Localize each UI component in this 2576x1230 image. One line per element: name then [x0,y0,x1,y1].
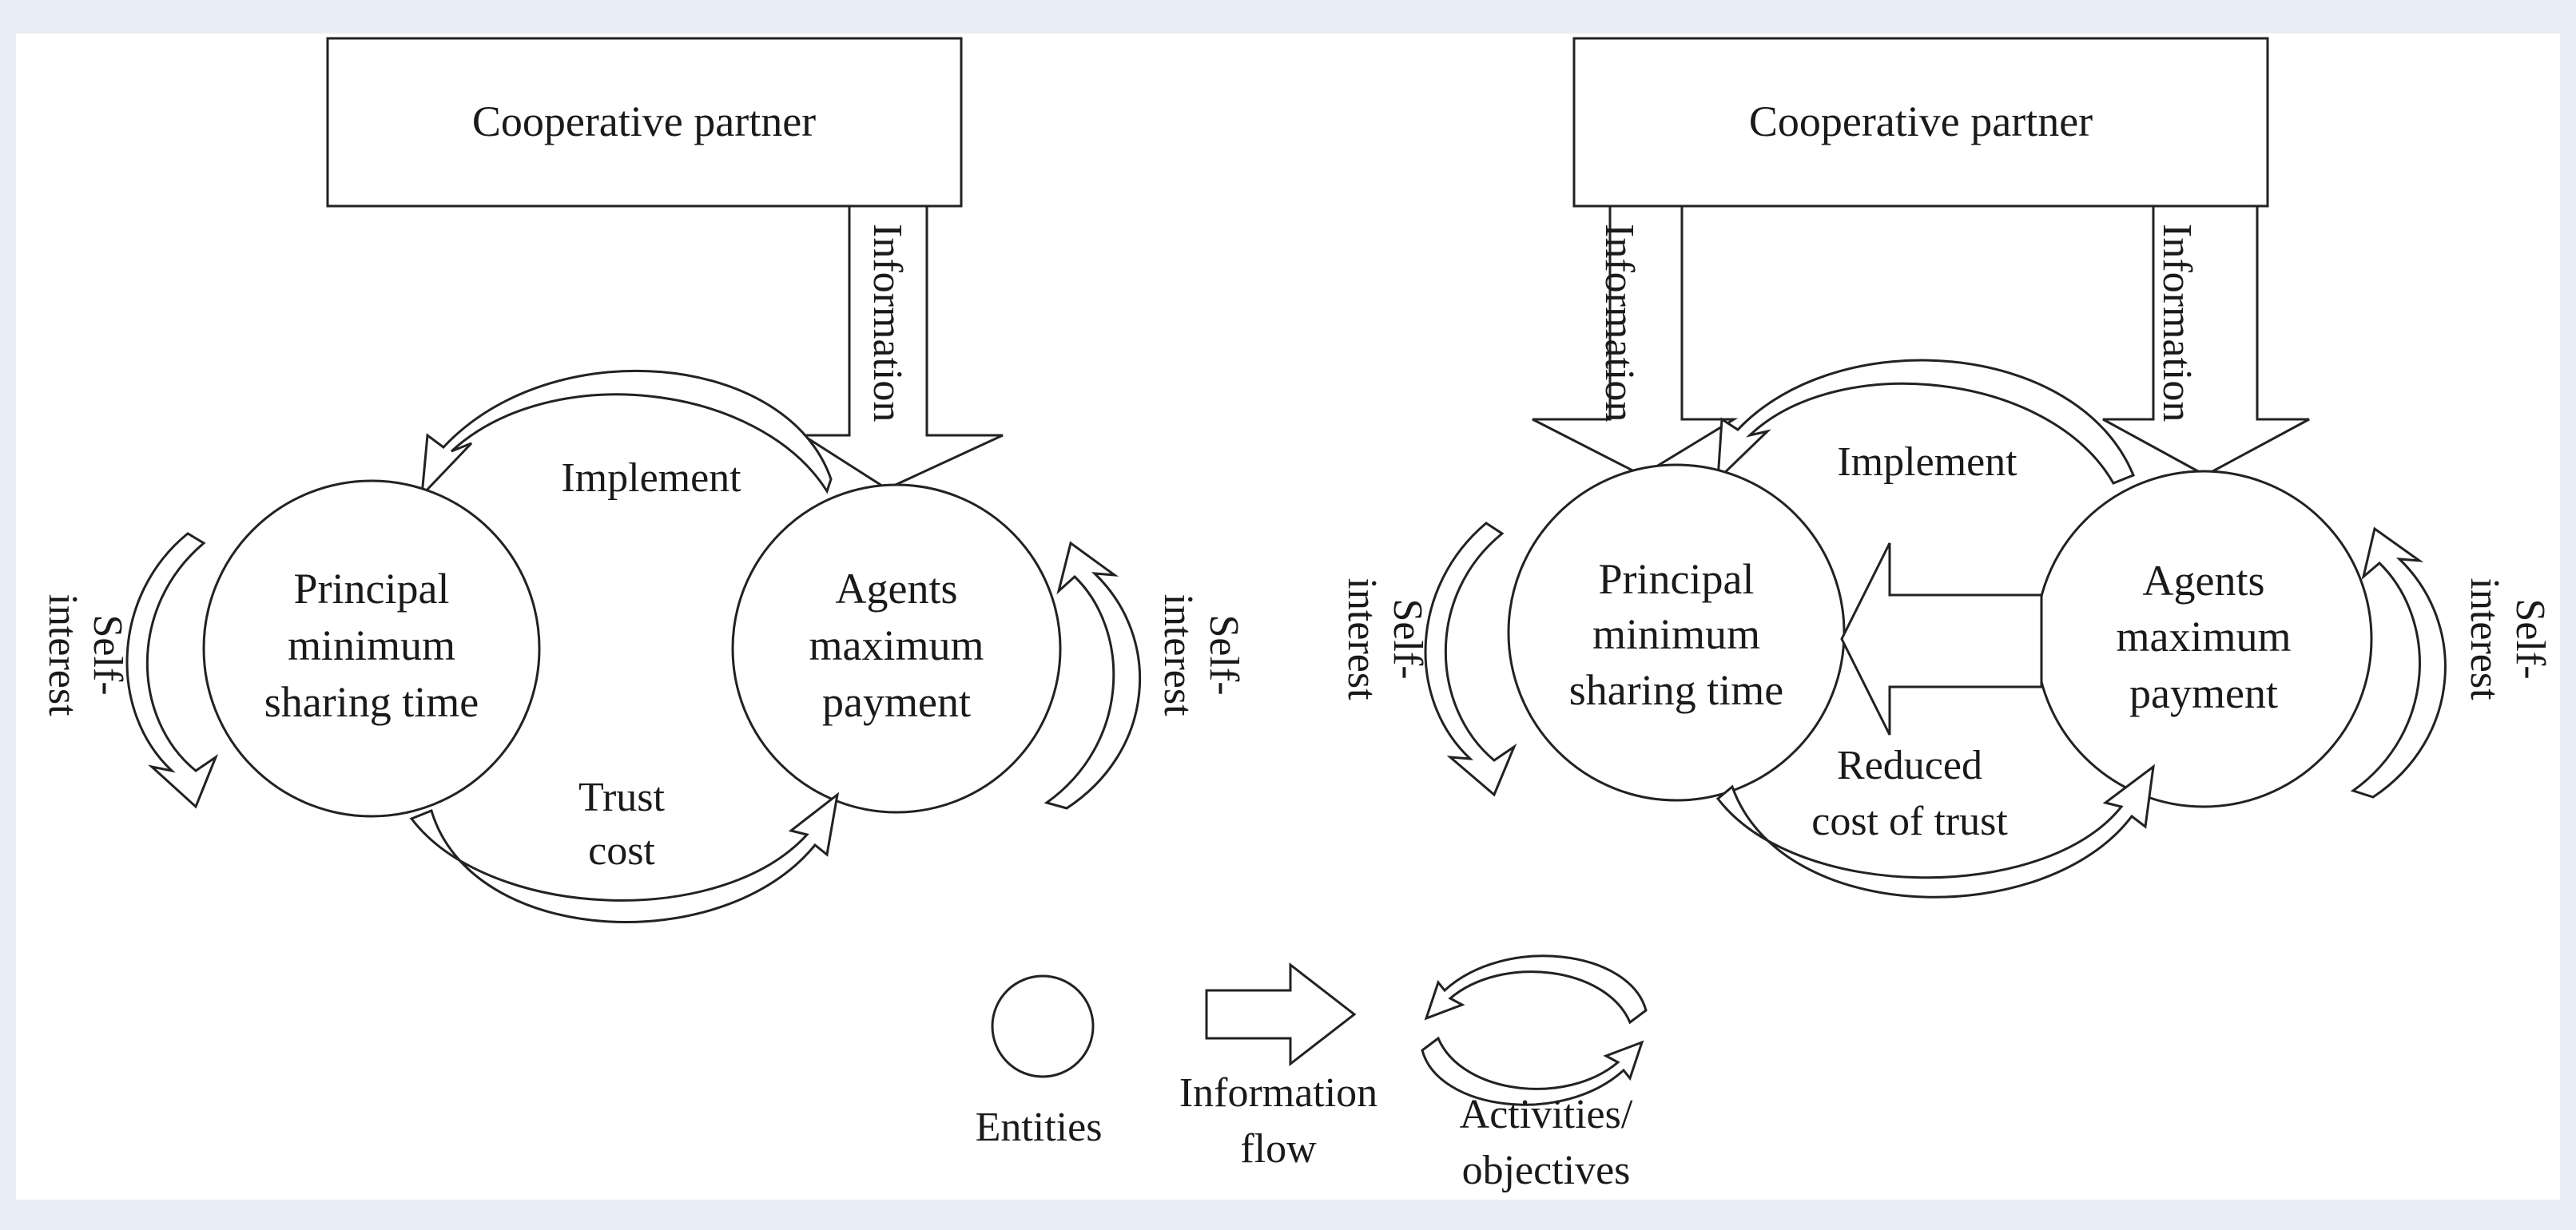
left-principal-entity [202,479,541,818]
legend-information-flow-line-1: Information [1179,1070,1377,1116]
legend-activities-line-1: Activities/ [1460,1092,1633,1137]
right-information-right-label: Information [2154,224,2200,422]
right-partner-box [1572,37,2269,208]
left-trust-cost-arrow [409,792,840,923]
left-partner-box [326,37,963,208]
left-agents-line-3: payment [822,678,971,726]
legend: Entities Information flow Activities/ ob… [976,954,1648,1193]
right-reduced-cost-line-2: cost of trust [1811,799,2008,844]
right-self-interest-left-line-1: Self- [1385,598,1430,679]
left-diagram: Cooperative partner Information Implemen… [40,37,1246,923]
left-agents-line-1: Agents [836,565,958,613]
left-information-arrow [798,204,1004,490]
right-agents-line-1: Agents [2143,557,2265,605]
left-implement-label: Implement [561,455,741,501]
legend-activities-arc-bottom [1421,1036,1644,1106]
legend-entity-circle [991,974,1095,1078]
right-self-interest-left-line-2: interest [1339,577,1385,700]
right-information-arrow-right [2102,204,2310,477]
right-information-left-label: Information [1596,224,1642,422]
left-agents-entity [731,483,1062,814]
left-principal-line-1: Principal [294,565,450,613]
right-principal-line-3: sharing time [1569,666,1783,714]
left-self-interest-left-line-2: interest [40,593,85,716]
right-information-arrow-left [1532,204,1739,477]
left-information-label: Information [865,224,910,422]
right-diagram: Cooperative partner Information Informat… [1339,37,2553,899]
left-implement-arrow [420,369,833,499]
left-self-interest-arc-left [125,532,219,809]
right-principal-line-2: minimum [1592,610,1760,658]
legend-entities-label: Entities [976,1105,1103,1150]
left-partner-label: Cooperative partner [472,97,816,145]
legend-information-flow-arrow [1205,962,1357,1067]
left-principal-line-2: minimum [288,621,455,669]
right-reduced-cost-line-1: Reduced [1837,743,1982,788]
left-trust-cost-line-1: Trust [578,775,665,820]
right-agents-line-2: maximum [2117,613,2292,661]
right-self-interest-right-line-1: Self- [2507,598,2553,679]
right-self-interest-arc-left [1424,522,1517,797]
right-agent-to-principal-arrow [1840,542,2043,736]
left-principal-line-3: sharing time [264,678,479,726]
right-self-interest-right-line-2: interest [2462,577,2507,700]
legend-information-flow-line-2: flow [1240,1126,1317,1172]
left-agents-line-2: maximum [809,621,984,669]
right-implement-label: Implement [1837,439,2017,485]
right-agents-line-3: payment [2129,669,2278,717]
legend-activities-arc-top [1424,954,1648,1025]
right-self-interest-arc-right [2350,526,2447,799]
right-partner-label: Cooperative partner [1749,97,2093,145]
left-self-interest-right-line-2: interest [1155,593,1201,716]
right-reduced-cost-arrow [1715,764,2155,899]
left-self-interest-right-line-1: Self- [1201,614,1246,695]
right-principal-line-1: Principal [1599,555,1755,603]
left-trust-cost-line-2: cost [588,828,655,874]
legend-activities-line-2: objectives [1462,1148,1631,1193]
left-self-interest-left-line-1: Self- [85,614,130,695]
right-implement-arrow [1716,359,2135,485]
left-self-interest-arc-right [1044,541,1142,810]
